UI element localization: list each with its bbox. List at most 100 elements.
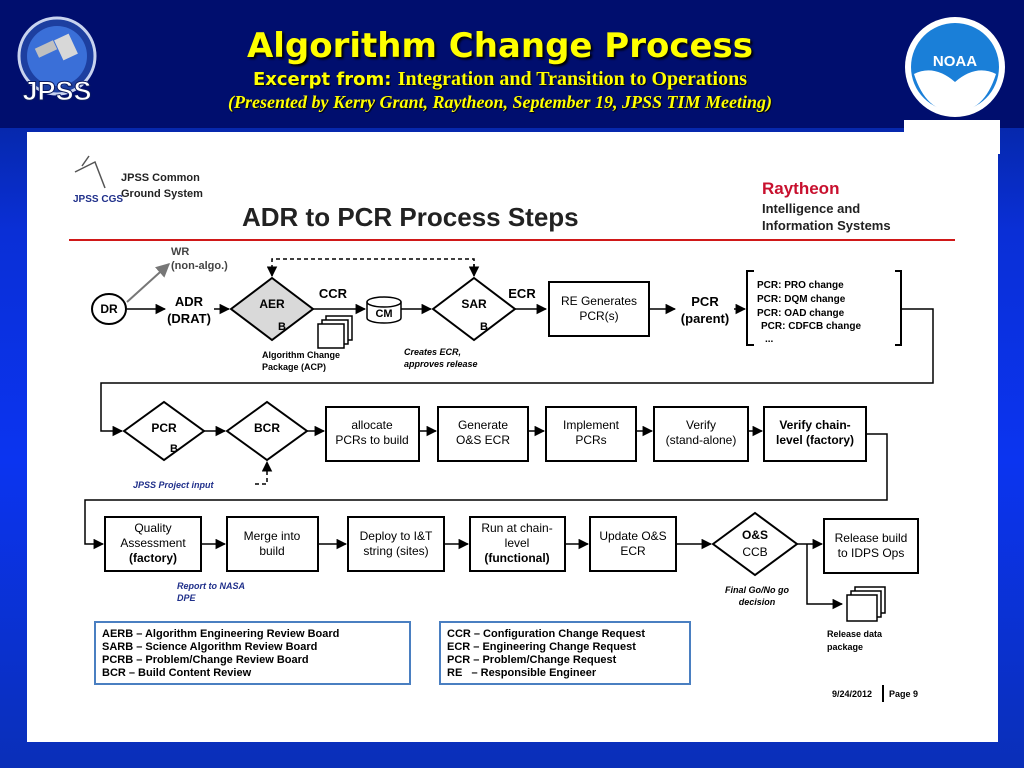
pcrb-sub-label: B xyxy=(170,443,178,455)
release-package-sub-label: package xyxy=(827,642,863,652)
release-box xyxy=(823,518,919,574)
update-sub-label: ECR xyxy=(620,544,646,558)
bcr-label: BCR xyxy=(254,421,280,435)
page-subtitle: Excerpt from: Integration and Transition… xyxy=(150,68,850,91)
pcr-list-item-1: PCR: PRO change xyxy=(757,280,844,291)
ecr-label: ECR xyxy=(508,286,536,301)
pcrb-label: PCR xyxy=(151,421,177,435)
company-sub2: Information Systems xyxy=(762,218,891,233)
legend-left-item-4: BCR – Build Content Review xyxy=(102,667,252,679)
subtitle-prefix: Excerpt from: xyxy=(252,69,398,90)
acp-label: Algorithm Change xyxy=(262,350,340,360)
ccb-sub-label: CCB xyxy=(742,545,767,559)
final-decision-note-2: decision xyxy=(739,597,776,607)
row1-to-row2-connector xyxy=(100,308,934,437)
footer-page: Page 9 xyxy=(889,689,918,699)
release-sub-label: to IDPS Ops xyxy=(838,546,905,560)
jpss-cgs-logo-text: JPSS CGS xyxy=(73,194,123,205)
quality-sub-label-2: (factory) xyxy=(129,551,177,565)
pcr-list-right-bracket xyxy=(895,270,902,346)
verify-chain-label: Verify chain- xyxy=(779,418,850,432)
merge-label: Merge into xyxy=(244,529,301,543)
wr-sub-label: (non-algo.) xyxy=(171,260,228,272)
legend-left-item-2: SARB – Science Algorithm Review Board xyxy=(102,641,317,653)
legend-left-item-3: PCRB – Problem/Change Review Board xyxy=(102,654,309,666)
page-title: Algorithm Change Process xyxy=(246,26,754,66)
row2-to-row3-connector xyxy=(84,433,888,550)
satellite-icon xyxy=(34,33,78,61)
jpss-cgs-logo: JPSS CGS xyxy=(73,155,123,205)
release-package-label: Release data xyxy=(827,629,883,639)
allocate-sub-label: PCRs to build xyxy=(335,433,408,447)
pcr-list-item-2: PCR: DQM change xyxy=(757,294,846,305)
re-generates-sub-label: PCR(s) xyxy=(579,309,618,323)
noaa-logo: NOAA xyxy=(905,17,1005,117)
legend-left-item-1: AERB – Algorithm Engineering Review Boar… xyxy=(102,628,339,640)
org-name-line2: Ground System xyxy=(121,188,203,200)
jpss-logo-text: JPSS xyxy=(22,76,91,106)
release-label: Release build xyxy=(835,531,908,545)
pcr-list-item-5: ... xyxy=(765,334,774,345)
run-sub-label-2: (functional) xyxy=(484,551,549,565)
org-name-line1: JPSS Common xyxy=(121,172,200,184)
jpss-logo: JPSS xyxy=(17,16,97,107)
cm-label: CM xyxy=(375,308,392,320)
release-to-package-arrow xyxy=(806,544,844,610)
report-nasa-note: Report to NASA xyxy=(177,581,245,591)
merge-sub-label: build xyxy=(259,544,284,558)
run-sub-label: level xyxy=(505,536,530,550)
sarb-label: SAR xyxy=(461,297,487,311)
dr-to-wr-arrow xyxy=(126,263,171,303)
jpss-project-input-note: JPSS Project input xyxy=(133,480,215,490)
sarb-to-aerb-dashed-loop xyxy=(266,258,475,278)
quality-assessment-box xyxy=(104,516,202,572)
legend-right-item-2: ECR – Engineering Change Request xyxy=(447,641,636,653)
pcr-list-item-3: PCR: OAD change xyxy=(757,308,845,319)
footer-date: 9/24/2012 xyxy=(832,689,872,699)
legend-right-item-3: PCR – Problem/Change Request xyxy=(447,654,617,666)
company-name: Raytheon xyxy=(762,179,839,198)
presenter-line: (Presented by Kerry Grant, Raytheon, Sep… xyxy=(228,92,772,112)
deploy-label: Deploy to I&T xyxy=(360,529,433,543)
quality-sub-label: Assessment xyxy=(120,536,186,550)
allocate-label: allocate xyxy=(351,418,393,432)
pcr-list-left-bracket xyxy=(746,270,754,346)
report-nasa-note-2: DPE xyxy=(177,593,197,603)
document-stack-icon xyxy=(846,586,886,622)
final-decision-note: Final Go/No go xyxy=(725,585,789,595)
jpss-input-dashed-arrow xyxy=(255,460,273,485)
company-sub1: Intelligence and xyxy=(762,201,860,216)
subtitle-text: Integration and Transition to Operations xyxy=(397,68,747,90)
database-cylinder-icon xyxy=(366,296,402,324)
verify-box xyxy=(653,406,749,462)
creates-ecr-note-2: approves release xyxy=(404,359,478,369)
run-label: Run at chain- xyxy=(481,521,552,535)
verify-label: Verify xyxy=(686,418,716,432)
aerb-sub-label: B xyxy=(278,321,286,333)
merge-box xyxy=(226,516,319,572)
verify-chain-box xyxy=(763,406,867,462)
creates-ecr-note: Creates ECR, xyxy=(404,347,461,357)
implement-label: Implement xyxy=(563,418,620,432)
ccb-label: O&S xyxy=(742,528,768,542)
dr-node xyxy=(91,293,127,325)
generate-label: Generate xyxy=(458,418,508,432)
sarb-sub-label: B xyxy=(480,321,488,333)
quality-label: Quality xyxy=(134,521,171,535)
re-generates-label: RE Generates xyxy=(561,294,637,308)
run-box xyxy=(469,516,566,572)
dr-label: DR xyxy=(100,302,118,316)
implement-box xyxy=(545,406,637,462)
document-stack-icon xyxy=(317,315,353,349)
pcr-parent-label: PCR xyxy=(691,294,719,309)
implement-sub-label: PCRs xyxy=(575,433,606,447)
legend-right-item-1: CCR – Configuration Change Request xyxy=(447,628,645,640)
adr-sub-label: (DRAT) xyxy=(167,311,211,326)
aerb-label: AER xyxy=(259,297,285,311)
noaa-logo-text: NOAA xyxy=(933,53,977,70)
ccb-diamond xyxy=(711,511,799,577)
generate-box xyxy=(437,406,529,462)
noaa-gull-icon xyxy=(914,70,996,112)
slide-panel: JPSS CGS JPSS Common Ground System ADR t… xyxy=(27,132,998,742)
wr-label: WR xyxy=(171,246,189,258)
